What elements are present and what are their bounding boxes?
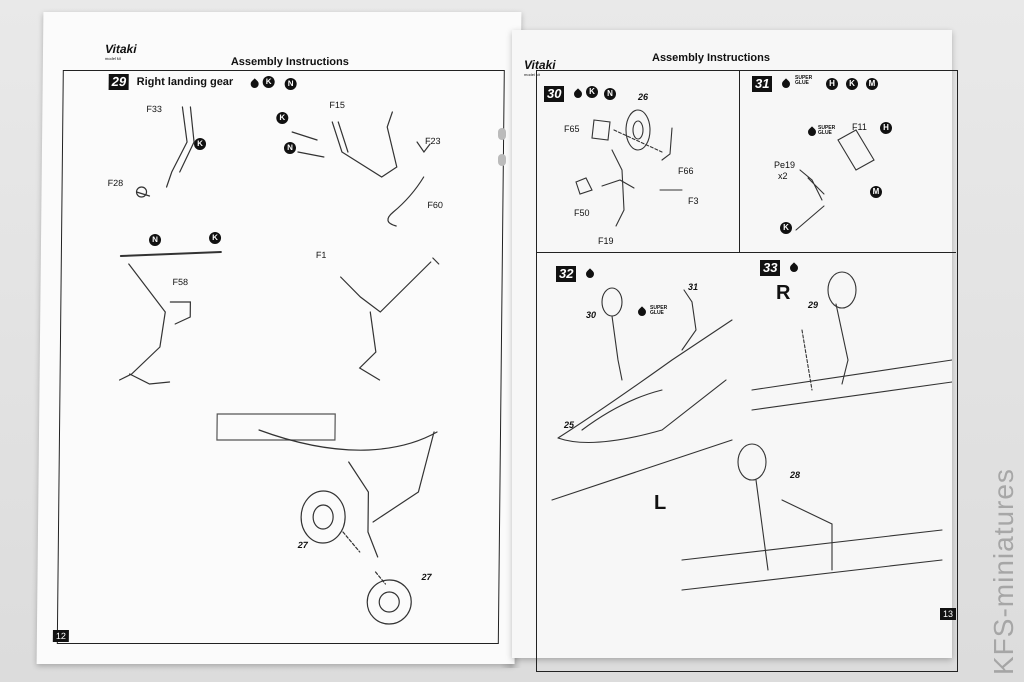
brand-logo: Vitaki model kit bbox=[524, 58, 556, 77]
assembly-f15-drawing bbox=[331, 111, 398, 178]
part-f11-drawing bbox=[837, 129, 875, 171]
wheel-26-drawing bbox=[625, 109, 651, 151]
step-number: 30 bbox=[544, 86, 565, 102]
right-page-frame bbox=[536, 70, 958, 672]
step-number: 33 bbox=[760, 260, 781, 276]
wheel-well-drawing bbox=[216, 413, 336, 441]
binding-hole bbox=[498, 128, 506, 140]
wheel-27b-drawing bbox=[366, 579, 412, 625]
part-label: F65 bbox=[564, 124, 580, 134]
super-glue-label: SUPER GLUE bbox=[818, 125, 836, 136]
callout-badge-h: H bbox=[880, 122, 892, 134]
part-label: 25 bbox=[564, 420, 575, 430]
part-label: 28 bbox=[790, 470, 801, 480]
step-number: 32 bbox=[556, 266, 577, 282]
tool-badge-n: N bbox=[604, 88, 616, 100]
strut-f1-drawing bbox=[340, 261, 432, 313]
side-indicator-left: L bbox=[654, 492, 667, 514]
right-page: Vitaki model kit Assembly Instructions 3… bbox=[512, 30, 958, 672]
wing-r-drawing bbox=[751, 359, 952, 411]
tool-badge-k: K bbox=[846, 78, 858, 90]
wing-l-drawing bbox=[681, 529, 943, 591]
page-header: Assembly Instructions bbox=[652, 52, 770, 64]
part-label: F11 bbox=[852, 122, 867, 132]
fuselage-drawing bbox=[557, 319, 733, 444]
divider-horizontal bbox=[536, 252, 956, 253]
callout-badge-m: M bbox=[870, 186, 882, 198]
wheel-27-drawing bbox=[300, 490, 346, 544]
strut-f33-drawing bbox=[165, 106, 188, 188]
side-indicator-right: R bbox=[776, 282, 791, 304]
part-label: Pe19 bbox=[774, 160, 796, 170]
tool-badge-m: M bbox=[866, 78, 878, 90]
super-glue-label: SUPER GLUE bbox=[650, 305, 668, 316]
wheel-28-drawing bbox=[737, 443, 767, 481]
tool-badge-h: H bbox=[826, 78, 838, 90]
part-label: F50 bbox=[574, 208, 590, 218]
logo-subtext: model kit bbox=[524, 72, 541, 77]
part-label: 29 bbox=[808, 300, 819, 310]
part-label: F3 bbox=[688, 196, 699, 206]
watermark: KFS-miniatures bbox=[988, 468, 1019, 675]
landing-gear-drawings bbox=[118, 106, 440, 625]
part-label: F66 bbox=[678, 166, 694, 176]
binding-hole bbox=[498, 154, 506, 166]
step-number: 31 bbox=[752, 76, 773, 92]
logo-text: Vitaki bbox=[524, 58, 556, 72]
callout-badge-k: K bbox=[780, 222, 792, 234]
part-label: 26 bbox=[638, 92, 649, 102]
wheel-29-drawing bbox=[827, 271, 857, 309]
part-label: F19 bbox=[598, 236, 614, 246]
page-number: 13 bbox=[940, 608, 957, 620]
part-label: 30 bbox=[586, 310, 597, 320]
left-page: Vitaki model kit Assembly Instructions 2… bbox=[36, 12, 522, 664]
super-glue-label: SUPER GLUE bbox=[795, 75, 813, 86]
wheel-30-drawing bbox=[601, 287, 623, 317]
part-label: 31 bbox=[688, 282, 699, 292]
part-label: x2 bbox=[778, 171, 788, 181]
tool-badge-k: K bbox=[586, 86, 598, 98]
divider-vertical bbox=[739, 70, 740, 252]
assembly-drawings bbox=[551, 109, 952, 591]
